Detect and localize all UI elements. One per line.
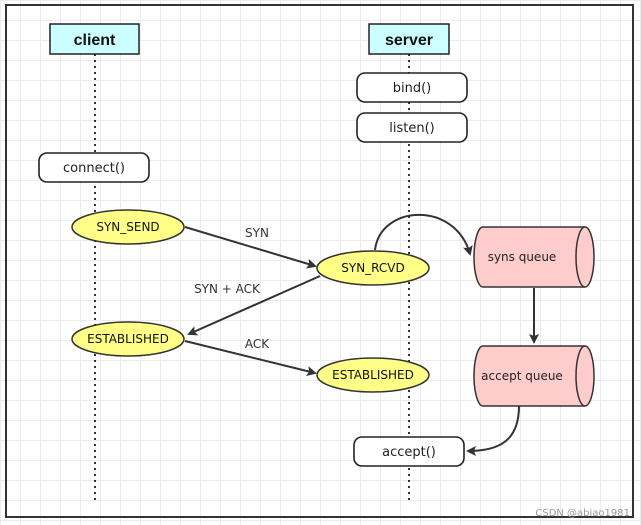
syn-ack-label: SYN + ACK bbox=[194, 282, 261, 296]
syns-queue: syns queue bbox=[473, 226, 595, 288]
syn-ack-arrow bbox=[187, 275, 321, 336]
client-established-state: ESTABLISHED bbox=[71, 321, 185, 357]
accept-queue: accept queue bbox=[473, 345, 595, 407]
client-header: client bbox=[49, 23, 140, 55]
server-header: server bbox=[368, 23, 450, 55]
listen-label: listen() bbox=[389, 121, 434, 136]
server-established-state: ESTABLISHED bbox=[316, 357, 430, 393]
client-header-label: client bbox=[74, 32, 116, 49]
bind-label: bind() bbox=[393, 81, 432, 96]
client-established-label: ESTABLISHED bbox=[87, 332, 169, 346]
client-syn-send-state: SYN_SEND bbox=[71, 209, 185, 245]
connect-box: connect() bbox=[38, 152, 150, 183]
diagram-frame bbox=[5, 4, 634, 518]
syn-label: SYN bbox=[245, 226, 269, 240]
accept-label: accept() bbox=[382, 445, 436, 460]
watermark: CSDN @abiao1981 bbox=[535, 508, 630, 519]
server-established-label: ESTABLISHED bbox=[332, 368, 414, 382]
ack-label: ACK bbox=[245, 337, 270, 351]
syn-rcvd-to-syns-queue-arrow bbox=[374, 213, 473, 256]
client-syn-send-label: SYN_SEND bbox=[96, 220, 159, 234]
server-header-label: server bbox=[385, 32, 433, 49]
accept-box: accept() bbox=[353, 436, 465, 467]
ack-arrow bbox=[184, 340, 317, 376]
accept-queue-label: accept queue bbox=[481, 369, 563, 383]
server-syn-rcvd-label: SYN_RCVD bbox=[341, 261, 405, 275]
connect-label: connect() bbox=[63, 161, 125, 176]
accept-queue-to-accept-arrow bbox=[466, 405, 520, 456]
server-syn-rcvd-state: SYN_RCVD bbox=[316, 250, 430, 286]
syn-arrow bbox=[184, 226, 317, 269]
listen-box: listen() bbox=[356, 112, 468, 143]
syns-queue-label: syns queue bbox=[488, 250, 557, 264]
bind-box: bind() bbox=[356, 72, 468, 103]
